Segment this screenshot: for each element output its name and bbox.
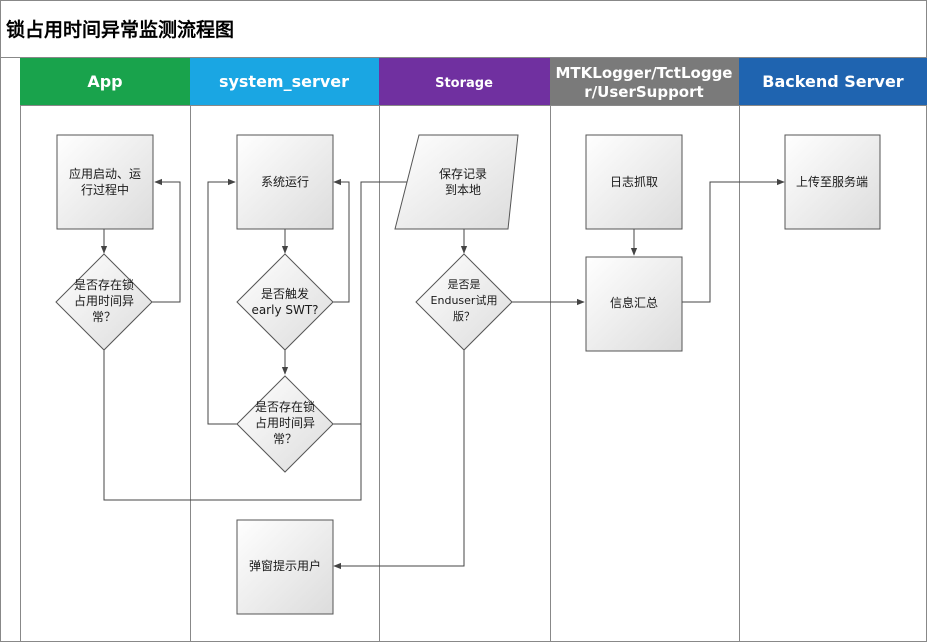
decision-diamond	[236, 375, 334, 473]
decision-diamond	[236, 253, 334, 351]
edge-enduser-to-popup	[333, 350, 465, 570]
decision-diamond	[55, 253, 153, 351]
node-label: 信息汇总	[610, 295, 658, 310]
node-label: 到本地	[445, 183, 481, 197]
title-bar	[0, 0, 927, 58]
node-label: 是否触发	[261, 286, 309, 301]
node-label: Enduser试用	[431, 294, 498, 307]
node-label: 弹窗提示用户	[249, 558, 321, 573]
process-box	[585, 134, 683, 230]
node-label: 系统运行	[261, 175, 309, 189]
node-label: 是否存在锁	[74, 277, 134, 292]
lane-storage: Storage	[379, 58, 550, 105]
lane-backend-header	[739, 58, 927, 105]
lane-storage-title: Storage	[435, 76, 493, 91]
node-storage-enduser: 是否是 Enduser试用 版？	[415, 253, 513, 351]
edge-app-decision-loop	[152, 178, 181, 303]
node-app-decision: 是否存在锁 占用时间异 常？	[55, 253, 153, 351]
process-box	[236, 519, 334, 615]
edge-collect-to-backend	[682, 178, 785, 303]
process-box	[236, 134, 334, 230]
node-app-start: 应用启动、运 行过程中	[56, 134, 154, 230]
process-box	[585, 256, 683, 352]
process-box	[56, 134, 154, 230]
node-label: early SWT?	[251, 303, 318, 317]
lane-system-server: system_server	[190, 58, 379, 105]
node-label: 常？	[92, 310, 116, 324]
lane-logger-header	[550, 58, 739, 105]
node-backend-upload: 上传至服务端	[784, 134, 881, 230]
node-logger-collect: 信息汇总	[585, 256, 683, 352]
edge-swt-loop	[333, 178, 350, 303]
data-parallelogram	[394, 134, 519, 230]
connectors	[100, 178, 785, 570]
lane-app-header	[20, 58, 190, 105]
lane-app: App	[20, 58, 190, 105]
node-label: 占用时间异	[74, 293, 134, 308]
node-label: 占用时间异	[255, 415, 315, 430]
lane-backend-title: Backend Server	[762, 72, 904, 91]
node-label: 日志抓取	[610, 175, 658, 189]
node-sys-lock-decision: 是否存在锁 占用时间异 常？	[236, 375, 334, 473]
diagram-title: 锁占用时间异常监测流程图	[6, 18, 234, 41]
node-storage-save: 保存记录 到本地	[394, 134, 519, 230]
node-sys-running: 系统运行	[236, 134, 334, 230]
node-label: 版？	[453, 309, 475, 323]
decision-diamond	[415, 253, 513, 351]
node-logger-capture: 日志抓取	[585, 134, 683, 230]
edge-app-decision-to-storage	[103, 178, 418, 501]
lane-storage-header	[379, 58, 550, 105]
node-sys-early-swt: 是否触发 early SWT?	[236, 253, 334, 351]
lane-system-server-title: system_server	[219, 72, 349, 91]
process-box	[784, 134, 881, 230]
lane-logger-title-line1: MTKLogger/TctLogge	[556, 64, 733, 82]
node-label: 是否存在锁	[255, 399, 315, 414]
node-label: 常？	[273, 432, 297, 446]
lane-logger-title-line2: r/UserSupport	[584, 83, 703, 101]
lane-system-server-header	[190, 58, 379, 105]
node-label: 应用启动、运	[69, 166, 141, 181]
lane-logger: MTKLogger/TctLogge r/UserSupport	[550, 58, 739, 105]
node-label: 上传至服务端	[796, 174, 868, 189]
node-label: 保存记录	[439, 167, 487, 181]
node-sys-popup: 弹窗提示用户	[236, 519, 334, 615]
node-label: 行过程中	[81, 182, 129, 197]
edge-lock-decision-loop	[207, 178, 237, 425]
lane-app-title: App	[87, 72, 122, 91]
node-label: 是否是	[448, 278, 481, 291]
lane-backend-server: Backend Server	[739, 58, 927, 105]
